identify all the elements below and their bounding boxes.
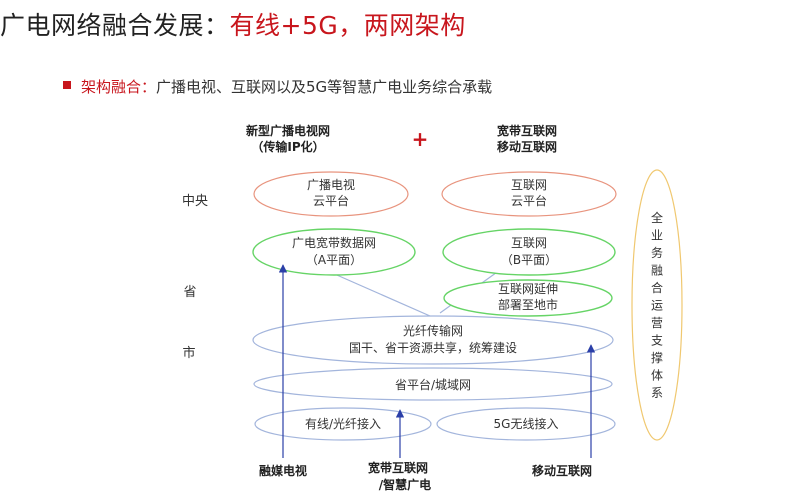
support-system-char: 业 [651,229,663,243]
optical-network-ellipse [252,315,614,365]
internet-cloud-line1: 互联网 [511,178,547,192]
province-platform-ellipse [253,367,613,401]
a-plane-ellipse [252,228,416,276]
label-broadband-line1: 宽带互联网 [367,460,428,475]
a-plane-line1: 广电宽带数据网 [292,235,376,250]
column-left-line2: （传输IP化） [251,139,324,154]
support-system-char: 全 [651,210,663,225]
level-central: 中央 [182,194,208,209]
internet-extend-ellipse [443,279,613,317]
internet-cloud-ellipse [441,171,617,217]
subtitle-lead: 架构融合： [81,78,157,96]
subtitle-text: 广播电视、互联网以及5G等智慧广电业务综合承载 [156,78,493,96]
level-province: 省 [183,285,196,300]
plus-sign: + [412,127,429,151]
support-system-char: 合 [651,280,663,295]
support-system-char: 撑 [651,350,663,365]
label-broadband-line2: /智慧广电 [379,477,431,492]
broadcast-cloud-line1: 广播电视 [307,177,355,192]
subtitle: 架构融合：广播电视、互联网以及5G等智慧广电业务综合承载 [81,76,492,97]
support-system-char: 运 [651,299,663,313]
label-media-tv: 融媒电视 [259,463,307,478]
cable-access-ellipse [254,407,432,441]
b-plane-line2: （B平面） [501,253,557,267]
broadcast-cloud-line2: 云平台 [313,193,349,208]
support-system-char: 体 [651,369,663,383]
title-main: 广电网络融合发展： [0,11,230,40]
optical-line1: 光纤传输网 [403,323,463,338]
b-plane-line1: 互联网 [511,236,547,250]
support-system-char: 支 [651,334,663,348]
column-right-line2: 移动互联网 [497,139,557,154]
b-plane-ellipse [442,228,616,276]
support-system-char: 营 [651,316,663,330]
internet-cloud-line2: 云平台 [511,193,547,208]
internet-extend-line1: 互联网延伸 [498,282,558,296]
broadcast-cloud-ellipse [253,171,409,217]
g5-access-ellipse [436,407,616,441]
support-system-char: 融 [651,264,663,278]
page-title: 广电网络融合发展：有线+5G，两网架构 [0,6,466,42]
g5-access-label: 5G无线接入 [494,416,559,431]
level-city: 市 [182,345,195,361]
column-right-line1: 宽带互联网 [496,123,557,138]
label-mobile: 移动互联网 [532,463,592,478]
bullet-square [63,81,71,89]
internet-extend-line2: 部署至地市 [498,297,558,312]
cable-access-label: 有线/光纤接入 [305,416,381,431]
support-system-ellipse [631,169,683,441]
column-left-line1: 新型广播电视网 [246,123,330,138]
a-plane-line2: （A平面） [306,253,362,267]
province-platform-label: 省平台/城域网 [395,377,471,392]
title-highlight: 有线+5G，两网架构 [229,11,466,40]
support-system-char: 务 [651,245,663,260]
support-system-char: 系 [651,386,663,400]
optical-line2: 国干、省干资源共享，统筹建设 [349,340,517,355]
